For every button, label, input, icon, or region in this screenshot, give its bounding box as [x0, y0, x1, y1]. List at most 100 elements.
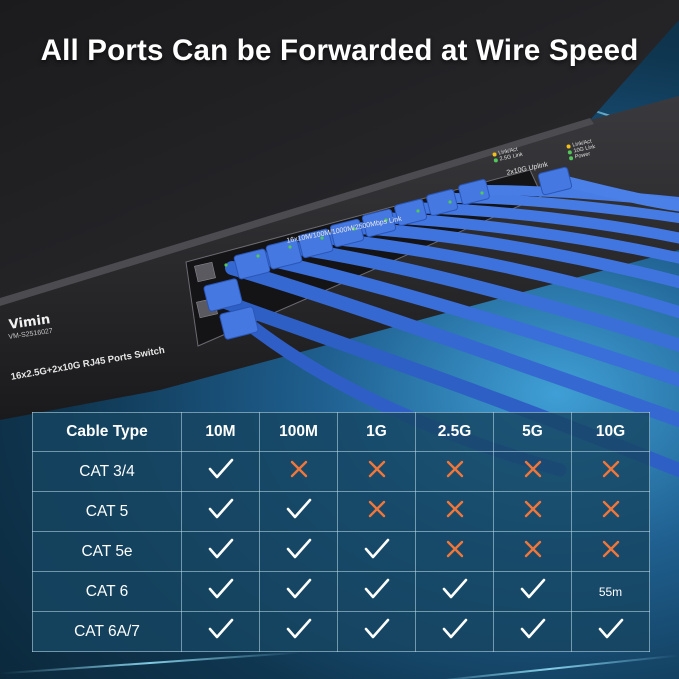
- support-cell: [181, 531, 260, 572]
- distance-note: 55m: [598, 584, 623, 599]
- checkmark-icon: [208, 458, 233, 479]
- support-cell: [337, 531, 416, 572]
- support-cell: [259, 491, 338, 532]
- network-cable: [225, 261, 679, 427]
- checkmark-icon: [364, 538, 389, 559]
- table-row: CAT 6 55m: [32, 571, 650, 612]
- cross-icon: [602, 460, 619, 478]
- support-cell: [493, 611, 572, 652]
- led-indicator: [320, 236, 324, 240]
- header-cell-speed: 100M: [259, 412, 338, 452]
- rj45-plug: [537, 166, 573, 196]
- checkmark-icon: [208, 498, 233, 519]
- support-cell: [415, 611, 494, 652]
- led-indicator: [480, 191, 484, 195]
- support-cell: [493, 571, 572, 612]
- support-cell: [181, 451, 260, 492]
- cable-compatibility-table: Cable Type 10M 100M 1G 2.5G 5G 10G CAT 3…: [32, 412, 650, 652]
- checkmark-icon: [208, 578, 233, 599]
- led-indicator: [224, 263, 228, 267]
- checkmark-icon: [286, 578, 311, 599]
- cross-icon: [524, 540, 541, 558]
- support-cell: 55m: [571, 571, 650, 612]
- cross-icon: [368, 460, 385, 478]
- rj45-port: [194, 261, 216, 283]
- rj45-plug: [233, 248, 271, 280]
- led-indicator: [256, 254, 260, 258]
- support-cell: [571, 451, 650, 492]
- rj45-plug: [361, 208, 397, 238]
- rj45-plug: [265, 238, 303, 270]
- header-cell-speed: 2.5G: [415, 412, 494, 452]
- support-cell: [571, 611, 650, 652]
- checkmark-icon: [598, 618, 623, 639]
- cross-icon: [446, 500, 463, 518]
- support-cell: [181, 611, 260, 652]
- table-row: CAT 6A/7: [32, 611, 650, 652]
- header-cell-speed: 10M: [181, 412, 260, 452]
- rj45-plugs: [203, 166, 573, 340]
- network-cable: [554, 174, 679, 212]
- support-cell: [259, 531, 338, 572]
- checkmark-icon: [286, 618, 311, 639]
- green-led-icon: [567, 149, 573, 155]
- port-leds: [224, 191, 484, 267]
- network-cable: [352, 222, 679, 288]
- table-row: CAT 5e: [32, 531, 650, 572]
- support-cell: [337, 571, 416, 612]
- rj45-plug: [203, 278, 243, 312]
- compatibility-grid: Cable Type 10M 100M 1G 2.5G 5G 10G CAT 3…: [32, 412, 650, 652]
- support-cell: [415, 451, 494, 492]
- cross-icon: [524, 460, 541, 478]
- checkmark-icon: [364, 578, 389, 599]
- cross-icon: [524, 500, 541, 518]
- cross-icon: [602, 540, 619, 558]
- header-cell-cable-type: Cable Type: [32, 412, 182, 452]
- yellow-led-icon: [566, 143, 571, 149]
- rj45-plug: [329, 218, 365, 248]
- rj45-plug: [394, 198, 428, 226]
- led-indicator: [416, 209, 420, 213]
- support-cell: [493, 451, 572, 492]
- support-cell: [337, 611, 416, 652]
- support-cell: [337, 451, 416, 492]
- cross-icon: [446, 540, 463, 558]
- switch-front-edge: [0, 118, 594, 306]
- network-cable: [287, 241, 679, 352]
- row-label-cable-type: CAT 3/4: [32, 451, 182, 492]
- support-cell: [493, 531, 572, 572]
- support-cell: [415, 531, 494, 572]
- led-indicator: [448, 200, 452, 204]
- checkmark-icon: [520, 618, 545, 639]
- led-indicator: [288, 245, 292, 249]
- table-row: CAT 3/4: [32, 451, 650, 492]
- checkmark-icon: [286, 538, 311, 559]
- cross-icon: [446, 460, 463, 478]
- support-cell: [571, 491, 650, 532]
- support-cell: [415, 491, 494, 532]
- network-cable: [320, 232, 679, 318]
- table-header-row: Cable Type 10M 100M 1G 2.5G 5G 10G: [32, 412, 650, 452]
- row-label-cable-type: CAT 6A/7: [32, 611, 182, 652]
- rj45-plug: [297, 228, 334, 259]
- support-cell: [259, 451, 338, 492]
- cross-icon: [368, 500, 385, 518]
- checkmark-icon: [442, 618, 467, 639]
- led-indicator: [384, 218, 388, 222]
- checkmark-icon: [208, 618, 233, 639]
- row-label-cable-type: CAT 6: [32, 571, 182, 612]
- checkmark-icon: [364, 618, 389, 639]
- support-cell: [493, 491, 572, 532]
- row-label-cable-type: CAT 5: [32, 491, 182, 532]
- checkmark-icon: [442, 578, 467, 599]
- switch-top-panel: [0, 0, 679, 300]
- header-cell-speed: 10G: [571, 412, 650, 452]
- checkmark-icon: [286, 498, 311, 519]
- led-indicator: [352, 227, 356, 231]
- checkmark-icon: [520, 578, 545, 599]
- rj45-plug: [219, 306, 259, 340]
- header-cell-speed: 1G: [337, 412, 416, 452]
- cross-icon: [602, 500, 619, 518]
